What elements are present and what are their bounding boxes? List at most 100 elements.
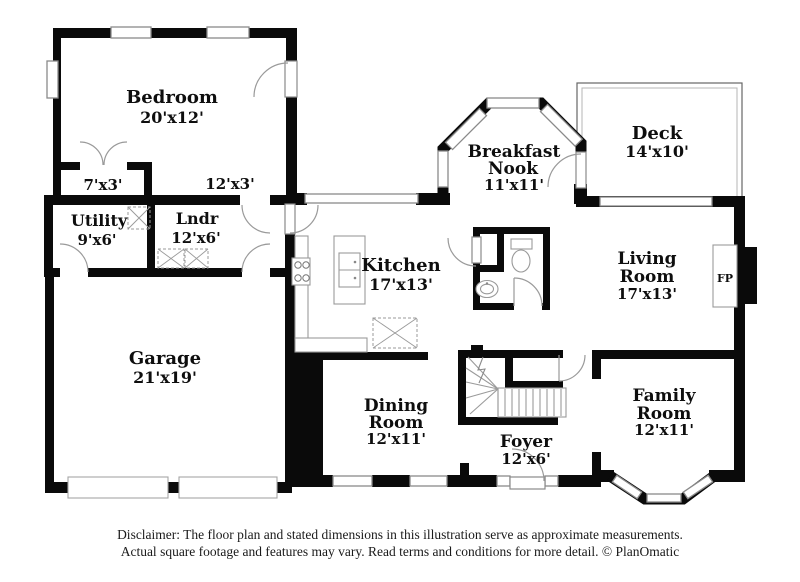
kitchen-label: Kitchen [361, 255, 440, 276]
window [332, 475, 373, 487]
door-arc [241, 204, 271, 234]
foyer-dims: 12'x6' [501, 450, 550, 468]
stair-winder [469, 388, 499, 415]
refrigerator-box [372, 317, 418, 349]
window [539, 103, 584, 148]
door-arc [103, 141, 128, 166]
wall [555, 350, 563, 358]
wall [592, 350, 743, 359]
wall [542, 303, 550, 310]
sink-faucet-dot [353, 260, 357, 264]
window [486, 97, 540, 109]
toilet-bowl [511, 249, 531, 273]
stove-burner [294, 274, 302, 282]
deck-dims: 14'x10' [625, 142, 689, 161]
wall [53, 162, 80, 170]
breakfast-nook-label: Breakfast [468, 142, 561, 162]
wall-fireplace-bump [737, 247, 757, 304]
door-arc [289, 204, 319, 234]
wall [458, 350, 466, 425]
stove-burner [302, 261, 310, 269]
wall [293, 193, 307, 205]
living-room-label2: Room [620, 267, 675, 287]
wall [270, 195, 297, 205]
water-heater-box [127, 206, 151, 230]
stair-run-outline [497, 387, 567, 418]
wall [270, 268, 295, 277]
wall [543, 227, 550, 310]
disclaimer-line-1: Disclaimer: The floor plan and stated di… [117, 527, 683, 542]
stove-burner [294, 261, 302, 269]
kitchen-counter [294, 337, 368, 353]
door-arc [79, 141, 104, 166]
wall [144, 162, 152, 205]
bedroom-label: Bedroom [126, 87, 218, 108]
window [646, 493, 682, 503]
wall [497, 227, 504, 272]
bedroom-closet-dims: 7'x3' [83, 176, 122, 194]
wall [44, 195, 53, 277]
deck-inner-border [581, 87, 738, 199]
dining-room-dims: 12'x11' [366, 430, 426, 448]
wall [592, 452, 601, 476]
window [304, 193, 419, 204]
window [110, 26, 152, 39]
window [611, 474, 643, 500]
living-room-dims: 17'x13' [617, 285, 677, 303]
fireplace-box [712, 244, 738, 308]
wall [473, 303, 514, 310]
wall [372, 475, 410, 487]
appliance-x [184, 248, 209, 269]
kitchen-counter [294, 235, 309, 341]
wall [127, 162, 152, 170]
hall-dims: 12'x3' [205, 175, 254, 193]
foyer-label: Foyer [500, 432, 553, 452]
stair-direction-arrow [477, 356, 486, 384]
breakfast-nook-dims: 11'x11' [484, 176, 544, 194]
stove-burner [302, 274, 310, 282]
wall [447, 475, 497, 487]
window-sidelight [496, 475, 511, 487]
family-room-dims: 12'x11' [634, 421, 694, 439]
disclaimer-block: Disclaimer: The floor plan and stated di… [117, 527, 683, 559]
garage-dims: 21'x19' [133, 368, 197, 387]
dryer-box [184, 248, 209, 269]
appliance-x [127, 206, 151, 230]
wall [287, 475, 333, 487]
breakfast-nook-label2: Nook [488, 159, 539, 179]
bedroom-dims: 20'x12' [140, 108, 204, 127]
wall [53, 28, 61, 198]
dining-room-label: Dining [364, 396, 428, 416]
door-arc [513, 277, 543, 307]
window [206, 26, 250, 39]
door-leaf [284, 60, 298, 98]
door-arc [447, 237, 477, 267]
wall [555, 381, 563, 390]
wall [286, 28, 297, 63]
door-leaf [284, 203, 296, 235]
wall [558, 475, 601, 487]
door-leaf [509, 476, 546, 490]
disclaimer-line-2: Actual square footage and features may v… [121, 544, 680, 559]
stair-winder [465, 388, 499, 399]
wall [44, 195, 240, 205]
stair-winder [465, 381, 499, 390]
stair-winder [465, 367, 499, 390]
door-arc [59, 243, 89, 273]
wall [45, 270, 54, 493]
sink-faucet-dot [353, 276, 357, 280]
staircase [465, 356, 567, 418]
door-arc [511, 448, 545, 482]
wall [734, 350, 745, 482]
window [409, 475, 448, 487]
window [46, 60, 59, 99]
appliance-x [372, 317, 418, 349]
wall [592, 350, 601, 379]
wall [147, 268, 242, 277]
wall [460, 463, 469, 477]
washer-box [157, 248, 185, 269]
wall-solid-block [285, 352, 323, 482]
window [437, 150, 449, 188]
